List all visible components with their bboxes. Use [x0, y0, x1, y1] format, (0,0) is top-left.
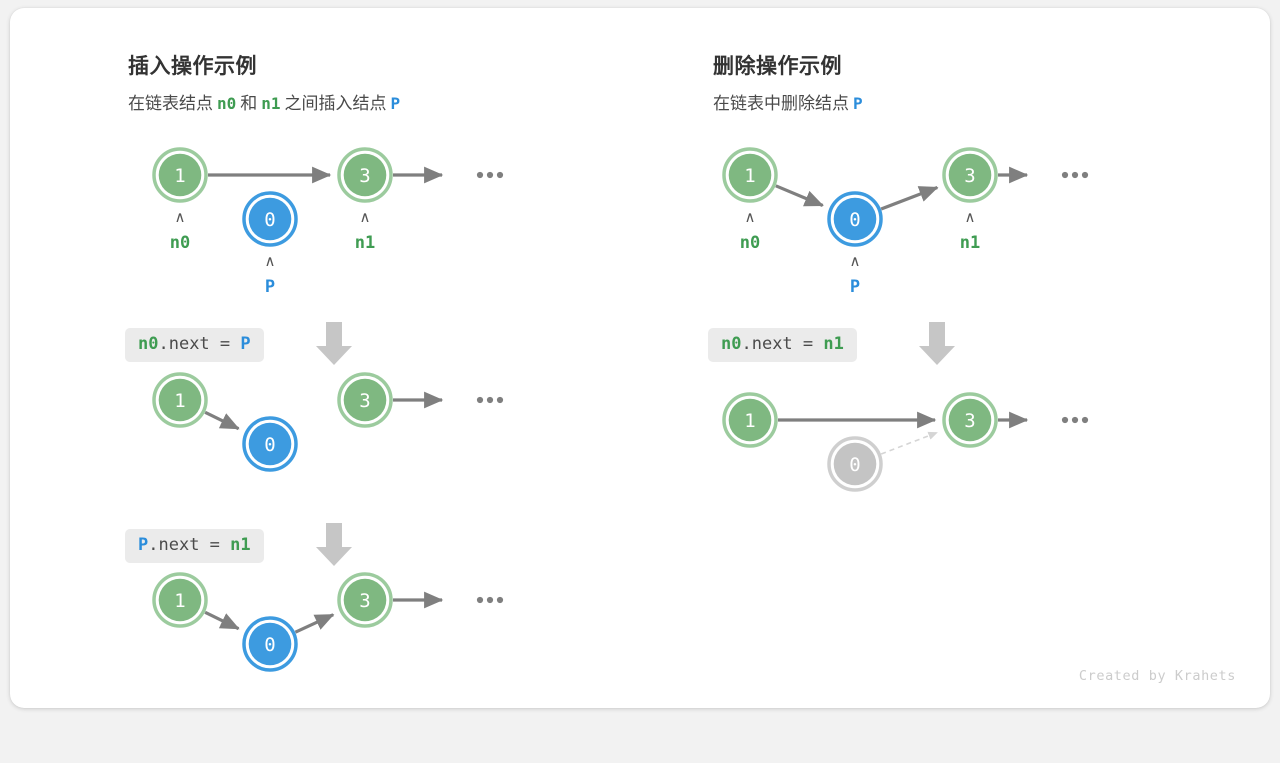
node-value: 3 [359, 165, 370, 187]
diagram-insert-step-2: 1 0 3 [120, 563, 540, 763]
link-arrow [880, 431, 938, 455]
text-fragment: P [240, 334, 251, 354]
pointer-caret: ∧ [175, 208, 186, 226]
list-node-p[interactable]: 0 [242, 416, 298, 472]
list-node-n0[interactable]: 1 [722, 147, 778, 203]
text-fragment: n1 [823, 334, 844, 354]
list-node-n1[interactable]: 3 [337, 572, 393, 628]
node-value: 0 [264, 209, 275, 231]
link-arrow [204, 610, 240, 631]
ellipsis-icon [1061, 171, 1089, 179]
down-arrow-2 [312, 521, 356, 569]
node-value: 3 [964, 410, 975, 432]
list-node-n1[interactable]: 3 [942, 392, 998, 448]
list-node-n0[interactable]: 1 [722, 392, 778, 448]
ellipsis-icon [1061, 416, 1089, 424]
text-fragment: P [853, 94, 863, 113]
diagram-insert-step-1: 1 0 3 [120, 363, 540, 563]
list-node-p[interactable]: 0 [827, 191, 883, 247]
text-fragment: n0 [138, 334, 159, 354]
link-arrow [880, 186, 939, 211]
panel-insert-title: 插入操作示例 [128, 55, 257, 78]
text-fragment: n0 [217, 94, 237, 113]
list-node-n0[interactable]: 1 [152, 147, 208, 203]
code-badge-n0-next-p: n0.next = P [125, 328, 264, 362]
text-fragment: .next = [741, 334, 824, 354]
pointer-caret: ∧ [745, 208, 756, 226]
ellipsis-icon [476, 396, 504, 404]
pointer-label-n1: n1 [960, 233, 980, 253]
pointer-label-n1: n1 [355, 233, 375, 253]
text-fragment: n1 [230, 535, 251, 555]
diagram-delete-before: 1 ∧ n0 0 ∧ P 3 ∧ n1 [705, 138, 1125, 338]
list-node-n1[interactable]: 3 [337, 372, 393, 428]
node-value: 0 [849, 454, 860, 476]
link-arrow [775, 184, 824, 207]
link-arrow [204, 410, 240, 431]
list-node-p[interactable]: 0 [242, 616, 298, 672]
list-node-n0[interactable]: 1 [152, 572, 208, 628]
credit-text: Created by Krahets [1078, 668, 1236, 684]
ellipsis-icon [476, 171, 504, 179]
node-value: 1 [174, 390, 185, 412]
text-fragment: 之间插入结点 [284, 94, 387, 113]
node-value: 1 [744, 410, 755, 432]
pointer-label-P: P [265, 277, 275, 297]
pointer-label-P: P [850, 277, 860, 297]
text-fragment: 和 [240, 94, 258, 113]
panel-delete-title: 删除操作示例 [713, 55, 842, 78]
node-value: 1 [174, 590, 185, 612]
node-value: 3 [964, 165, 975, 187]
node-value: 3 [359, 590, 370, 612]
text-fragment: 在链表中删除结点 [713, 94, 849, 113]
text-fragment: P [138, 535, 149, 555]
text-fragment: n1 [261, 94, 281, 113]
text-fragment: P [390, 94, 401, 113]
diagram-delete-after: 1 0 3 [705, 383, 1125, 583]
list-node-n0[interactable]: 1 [152, 372, 208, 428]
code-badge-p-next-n1: P.next = n1 [125, 529, 264, 563]
diagram-insert-before: 1 ∧ n0 0 ∧ P 3 ∧ n1 [120, 138, 540, 338]
pointer-label-n0: n0 [170, 233, 190, 253]
pointer-caret: ∧ [265, 252, 276, 270]
pointer-caret: ∧ [965, 208, 976, 226]
node-value: 1 [174, 165, 185, 187]
node-value: 3 [359, 390, 370, 412]
pointer-caret: ∧ [850, 252, 861, 270]
link-arrow [294, 613, 335, 634]
down-arrow-1 [312, 320, 356, 368]
node-value: 0 [849, 209, 860, 231]
node-value: 1 [744, 165, 755, 187]
ellipsis-icon [476, 596, 504, 604]
code-badge-n0-next-n1: n0.next = n1 [708, 328, 857, 362]
list-node-p[interactable]: 0 [242, 191, 298, 247]
node-value: 0 [264, 434, 275, 456]
node-value: 0 [264, 634, 275, 656]
text-fragment: .next = [148, 535, 231, 555]
pointer-caret: ∧ [360, 208, 371, 226]
list-node-n1[interactable]: 3 [942, 147, 998, 203]
list-node-p[interactable]: 0 [827, 436, 883, 492]
text-fragment: n0 [721, 334, 742, 354]
down-arrow-3 [915, 320, 959, 368]
text-fragment: 在链表结点 [128, 94, 213, 113]
text-fragment: .next = [158, 334, 241, 354]
pointer-label-n0: n0 [740, 233, 760, 253]
list-node-n1[interactable]: 3 [337, 147, 393, 203]
